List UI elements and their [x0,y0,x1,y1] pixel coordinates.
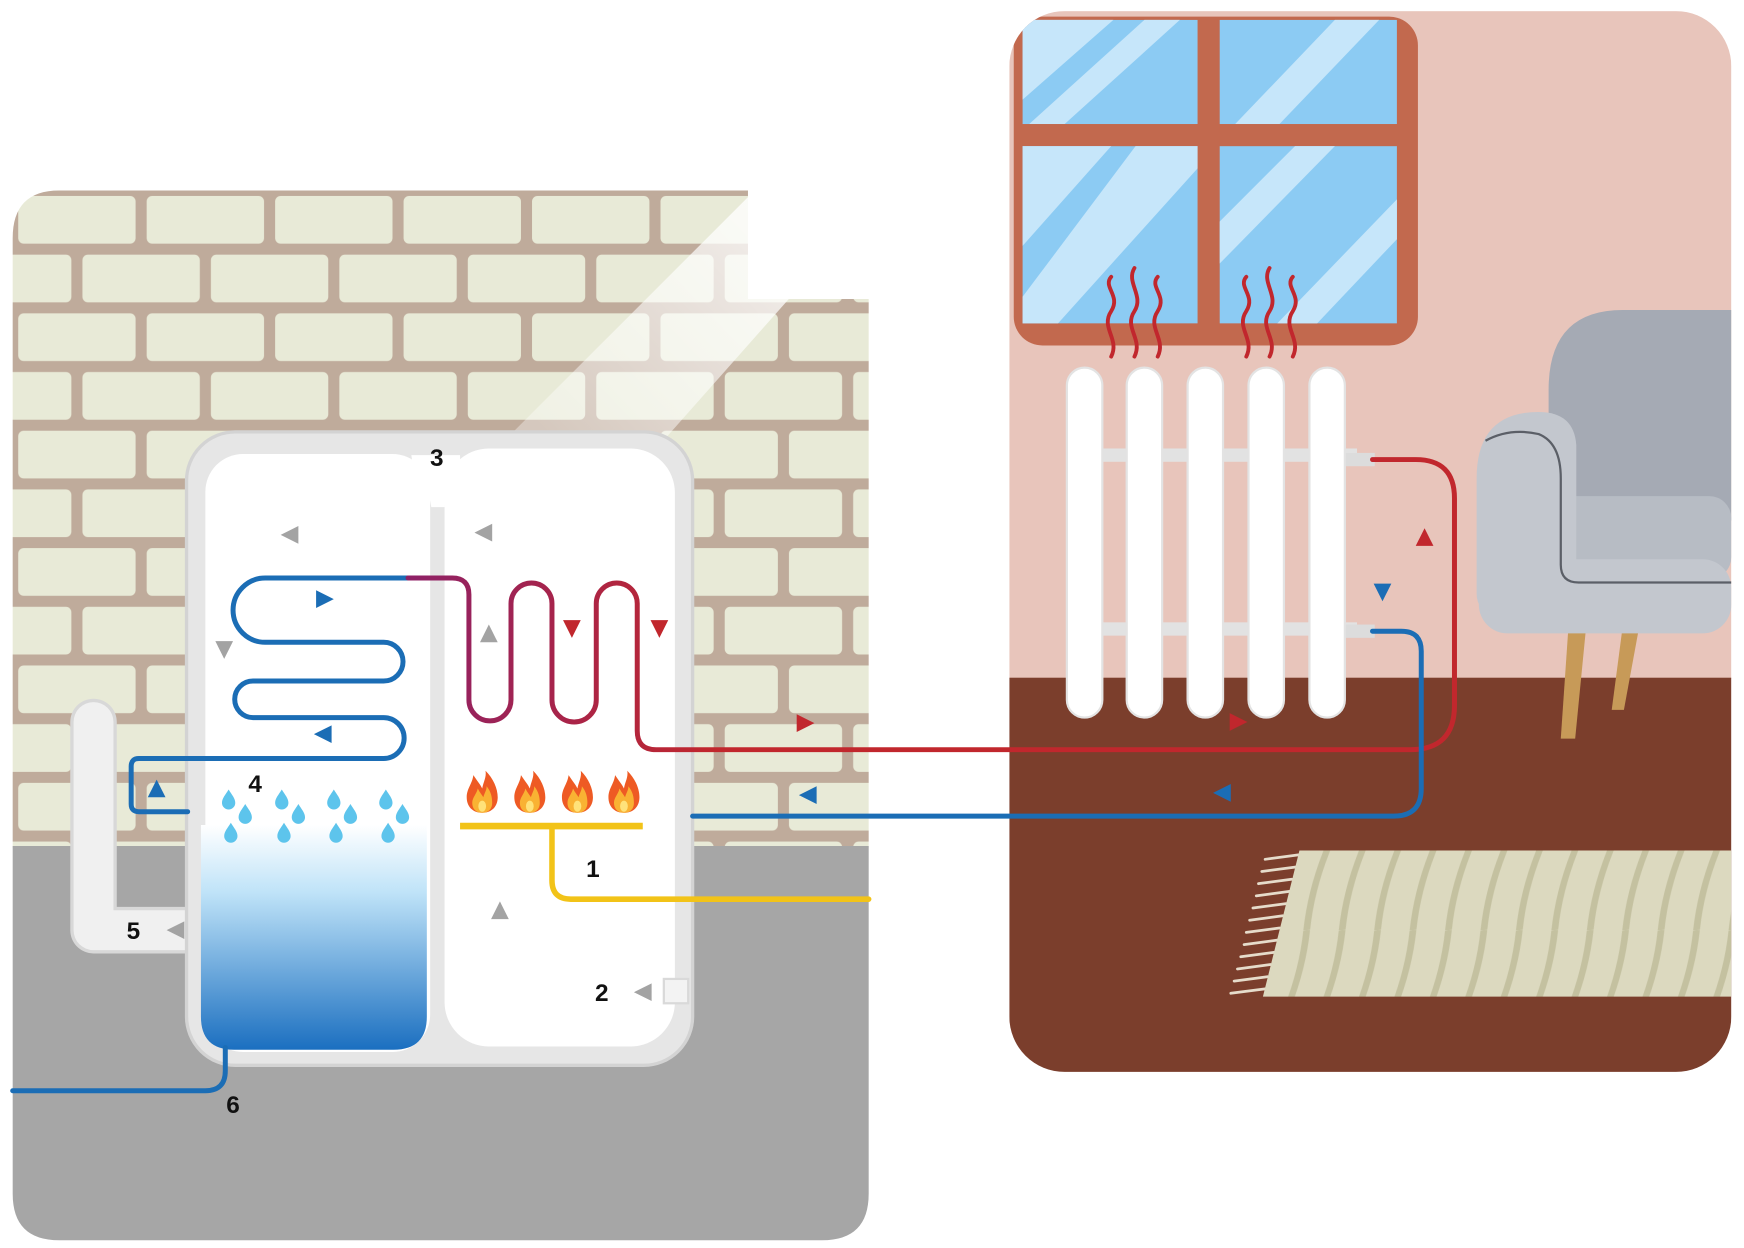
water-drops [221,789,410,843]
water-drop-icon [329,822,343,843]
chair-seat [1554,496,1732,580]
radiator-fin [1125,366,1164,719]
water-drop-icon [277,822,291,843]
callout-4: 4 [248,771,262,798]
chair-leg [1611,625,1640,710]
flame-icon [608,770,640,813]
chair-back [1548,310,1732,521]
callout-3: 3 [430,445,444,472]
water-drop-icon [275,789,289,810]
flow-arrows [147,523,1434,1002]
arrow-icon [1415,528,1434,546]
radiator-fin [1186,366,1225,719]
arrow-icon [798,786,817,804]
domestic-water-coil [128,575,411,815]
armchair [1476,310,1732,739]
flame-core [620,800,628,812]
heat-wave-icon [1287,274,1298,359]
chair-armrest [1476,411,1577,612]
boiler-right-chamber [444,448,675,1047]
arrow-icon [1373,583,1392,602]
light-beam [504,197,797,446]
heating-return-pipe [690,628,1424,819]
radiator-outlet [1343,624,1375,638]
flame-inner [519,786,540,813]
window [1013,16,1418,346]
glass-reflection [1277,199,1397,324]
water-drop-icon [327,789,341,810]
glass-reflection [1022,146,1198,324]
callout-5: 5 [127,918,141,945]
heat-wave-icon [1129,266,1140,359]
chair-outline [1484,430,1732,584]
heat-wave-icon [1152,274,1163,359]
chamber-top-passage [411,455,461,508]
arrow-icon [1229,713,1248,731]
arrow-icon [166,921,185,940]
glass-reflection [1029,19,1180,125]
callouts: 1 2 3 4 5 6 [127,445,609,1119]
radiator-fin [1308,366,1346,719]
flame-core [573,800,582,812]
arrow-icon [280,525,299,544]
water-drop-icon [224,822,238,843]
flame-icon [466,770,498,813]
radiator-fin [1247,366,1286,719]
arrow-icon [1213,784,1231,802]
water-drop-icon [291,803,306,824]
arrow-icon [633,983,652,1002]
water-drop-icon [238,803,252,824]
arrow-icon [215,641,234,659]
gas-supply-pipe [549,823,872,902]
radiator-inlet [1343,452,1375,467]
flame-inner [472,786,493,813]
basement-scene [10,190,872,1241]
chair-leg [1560,625,1587,739]
heat-wave-icon [1240,274,1252,359]
rug-body [1262,850,1732,997]
callout-6: 6 [226,1092,240,1119]
arrow-icon [650,620,669,638]
flue-outlet [662,977,690,1005]
flame-inner [613,786,634,813]
heat-waves [1105,266,1298,359]
water-drop-icon [221,789,236,810]
flame-icon [561,770,593,813]
glass-reflection [1235,19,1380,125]
arrow-icon [491,901,509,920]
living-room-scene [1009,11,1732,1072]
heat-wave-icon [1264,266,1275,359]
radiator-fin [1065,366,1104,719]
callout-1: 1 [586,856,600,883]
cold-water-inlet-pipe [10,1045,228,1094]
heat-wave-icon [1105,274,1117,359]
flame-core [478,800,487,812]
rug [1229,850,1732,997]
arrow-icon [313,725,332,744]
glass-reflection [1219,146,1335,264]
flame-core [525,800,534,812]
flame-inner [567,786,588,813]
water-drop-icon [379,789,393,810]
water-drop-icon [395,803,410,824]
exhaust-pipe [73,702,215,951]
arrow-icon [316,590,334,608]
hot-water-tank [200,824,427,1050]
flame-icon [514,770,546,813]
arrow-icon [474,523,493,542]
rug-fringe [1229,853,1300,995]
arrow-icon [147,779,166,798]
water-drop-icon [343,803,358,824]
callout-2: 2 [595,980,609,1007]
arrow-icon [796,714,815,732]
arrow-icon [563,620,581,638]
arrow-icon [479,624,498,643]
radiator [1065,366,1375,719]
burner-flames [466,770,640,813]
water-drop-icon [381,822,395,843]
